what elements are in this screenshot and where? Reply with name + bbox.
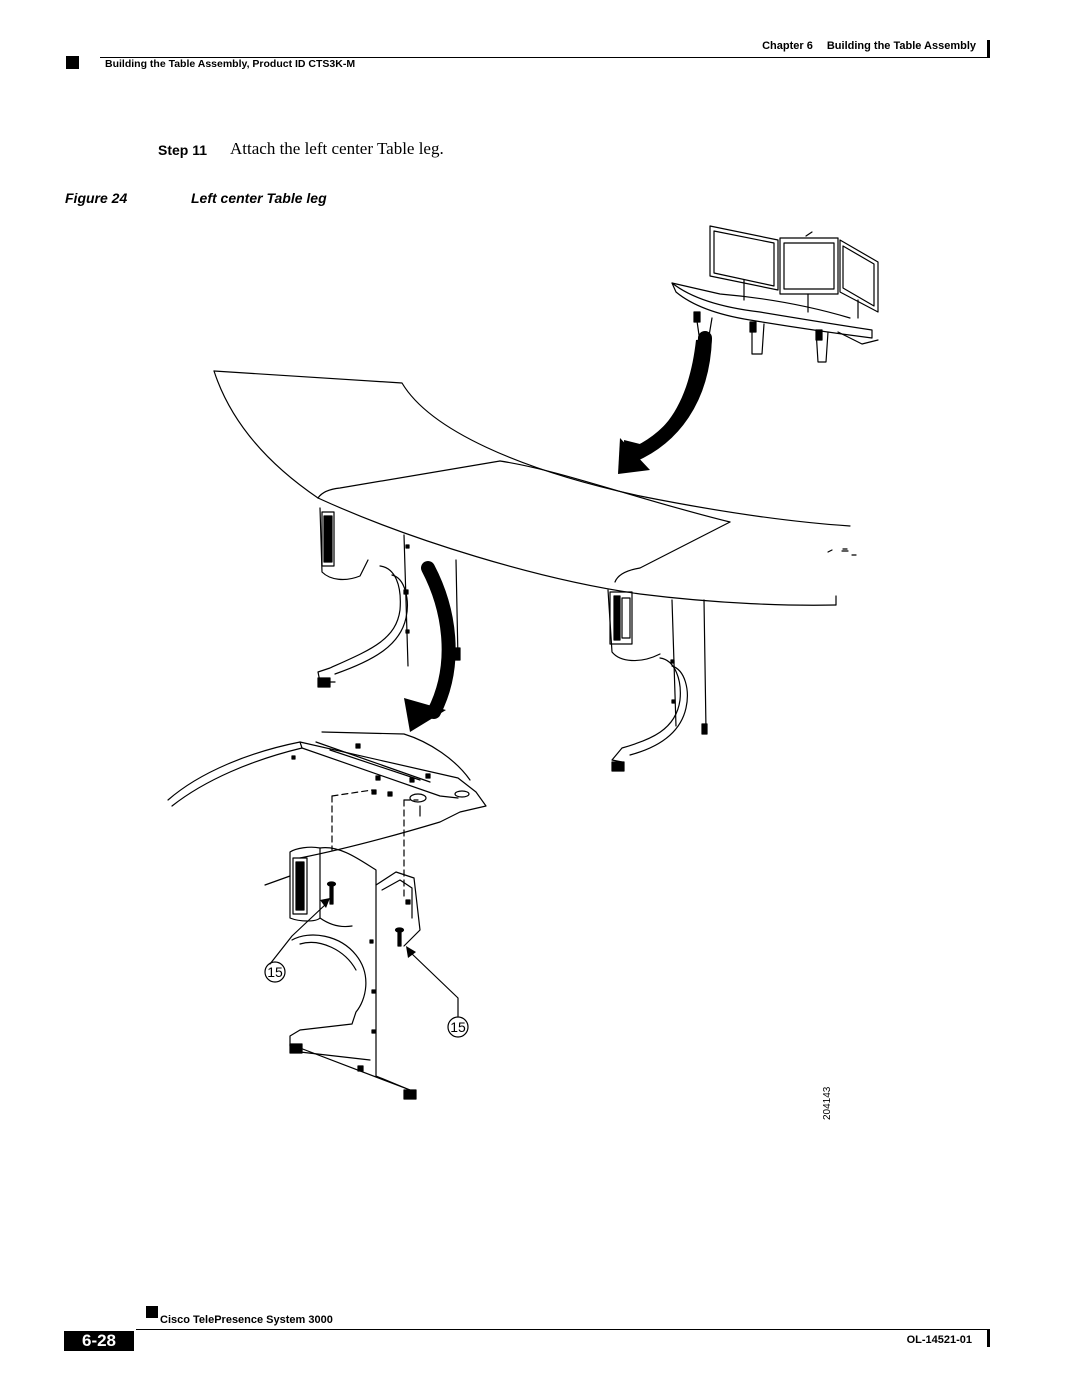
callout-circle-1 [264,961,286,983]
callout-circle-2 [447,1016,469,1038]
figure-title: Left center Table leg [191,190,327,206]
arrow-overview-to-assembly [618,331,712,474]
callout-15-lower: 15 [450,1019,466,1035]
running-header-section: Building the Table Assembly, Product ID … [105,58,356,70]
step-label: Step 11 [158,142,208,158]
arrow-to-exploded-view [404,561,456,732]
left-center-leg [264,846,459,1100]
figure-label: Figure 24 [65,190,128,206]
right-table-leg [607,589,708,772]
running-header-chapter: Chapter 6 Building the Table Assembly [762,40,976,52]
footer-square-marker [146,1306,158,1318]
footer-rule [136,1329,990,1330]
header-bar [987,40,990,58]
header-rule [100,57,990,58]
header-square-marker [66,56,79,69]
callout-15-upper: 15 [267,964,283,980]
chapter-number: Chapter 6 [762,40,813,52]
left-table-leg [317,507,461,688]
page-number: 6-28 [64,1331,134,1351]
chapter-title: Building the Table Assembly [826,40,976,52]
document-number: OL-14521-01 [906,1334,972,1346]
art-number: 204143 [822,1086,833,1120]
exploded-table-section [167,731,487,859]
overview-thumbnail [671,225,879,363]
footer-bar [987,1330,990,1347]
table-top-assembly [213,370,857,606]
step-text: Attach the left center Table leg. [230,139,444,158]
footer-product: Cisco TelePresence System 3000 [160,1314,333,1326]
